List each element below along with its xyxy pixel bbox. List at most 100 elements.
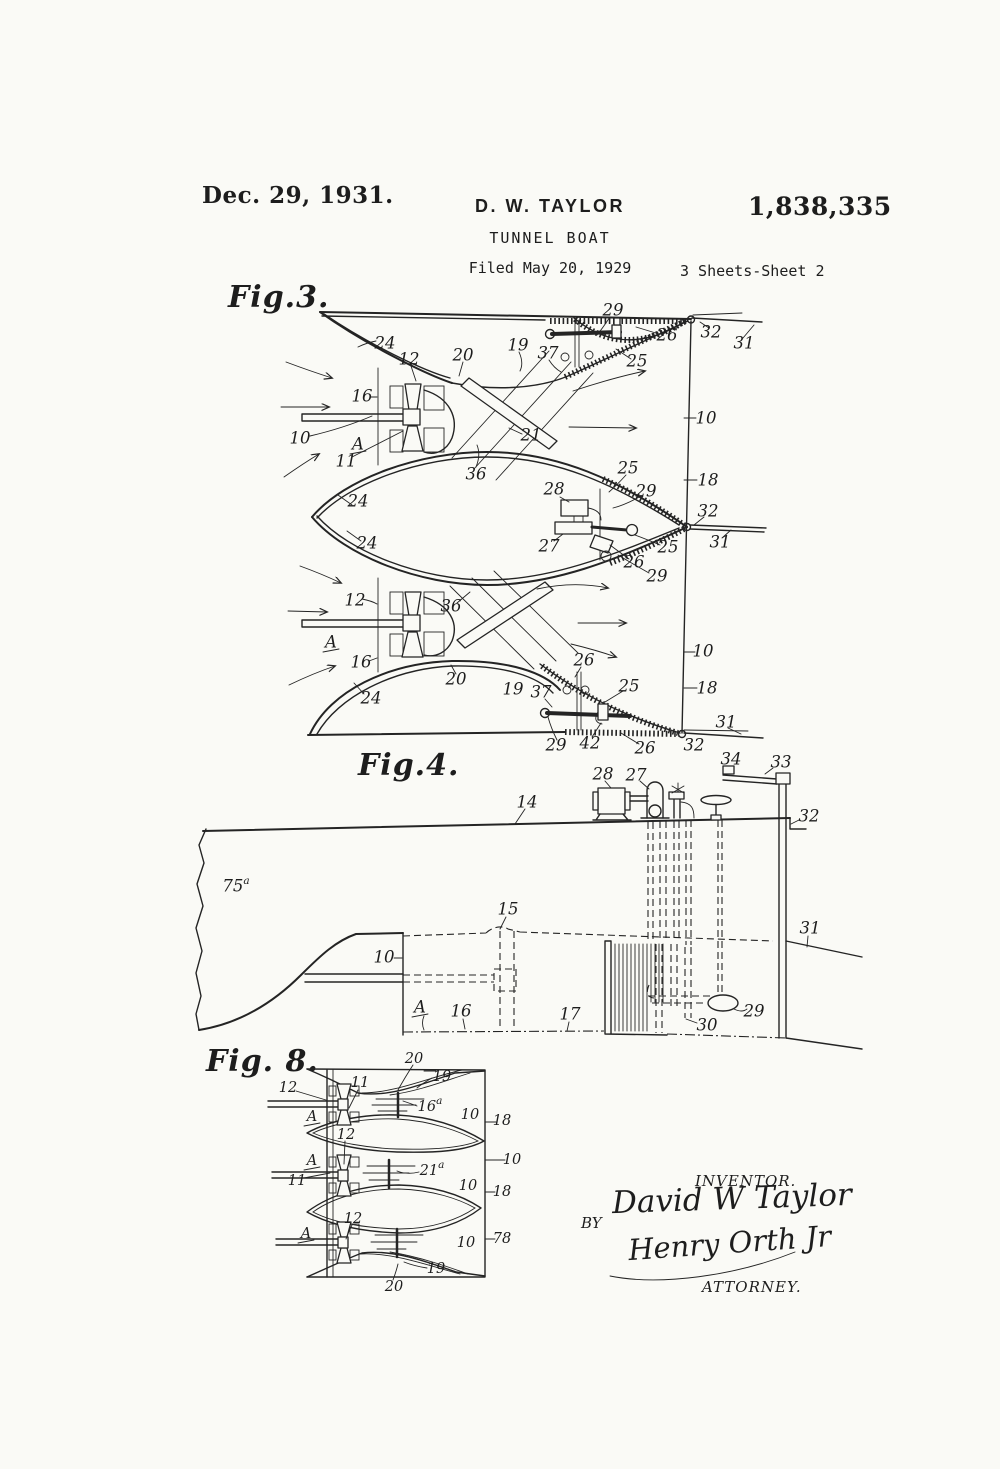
ref-label-31: 31 xyxy=(734,334,755,353)
ref-label-18: 18 xyxy=(493,1113,511,1129)
ref-label-19: 19 xyxy=(508,336,529,355)
ref-label-19: 19 xyxy=(427,1261,445,1277)
fig4-title: Fig.4. xyxy=(358,748,460,783)
ref-label-underline xyxy=(303,1166,321,1171)
ref-label-10: 10 xyxy=(693,642,714,661)
ref-label-25: 25 xyxy=(618,677,640,696)
ref-label-25: 25 xyxy=(626,352,648,371)
fig4-leader-lines xyxy=(393,767,800,1032)
ref-label-underline xyxy=(349,450,367,455)
ref-label-12: 12 xyxy=(399,350,420,369)
ref-label-26: 26 xyxy=(634,739,656,758)
ref-label-underline xyxy=(322,648,340,653)
ref-label-29: 29 xyxy=(602,301,624,320)
ref-label-18: 18 xyxy=(697,679,718,698)
patent-title: TUNNEL BOAT xyxy=(489,229,611,247)
ref-label-21: 21a xyxy=(419,1159,445,1179)
ref-label-33: 33 xyxy=(771,753,792,772)
ref-label-11: 11 xyxy=(336,452,357,471)
fig3-flow-arrows xyxy=(280,361,645,686)
ref-label-26: 26 xyxy=(623,553,645,572)
patent-number: 1,838,335 xyxy=(748,192,892,221)
inventor-name: D. W. TAYLOR xyxy=(474,196,625,216)
ref-label-underline xyxy=(411,1013,429,1018)
ref-label-10: 10 xyxy=(459,1178,477,1194)
by-label: BY xyxy=(581,1214,602,1232)
ref-label-19: 19 xyxy=(433,1069,451,1085)
fig4-control-rods xyxy=(646,820,748,1012)
ref-label-29: 29 xyxy=(743,1002,765,1021)
ref-label-10: 10 xyxy=(461,1107,479,1123)
ref-label-11: 11 xyxy=(351,1075,369,1091)
fig4-hull xyxy=(195,817,791,1036)
ref-label-16: 16 xyxy=(451,1002,472,1021)
ref-label-underline xyxy=(303,1122,321,1127)
ref-label-28: 28 xyxy=(543,480,565,499)
ref-label-16: 16 xyxy=(351,653,372,672)
ref-label-10: 10 xyxy=(503,1152,521,1168)
ref-label-12: 12 xyxy=(279,1080,297,1096)
ref-label-10: 10 xyxy=(374,948,395,967)
fig3-bottom-hull xyxy=(307,659,764,739)
fig8-ticks-and-leaders xyxy=(295,1064,506,1281)
ref-label-78: 78 xyxy=(493,1231,511,1247)
ref-label-37: 37 xyxy=(531,683,552,702)
ref-label-A: A xyxy=(305,1109,317,1125)
ref-label-12: 12 xyxy=(344,1211,362,1227)
fig3-transom-line xyxy=(681,320,698,734)
ref-label-16: 16a xyxy=(418,1095,443,1115)
ref-label-29: 29 xyxy=(545,736,567,755)
attorney-caption: ATTORNEY. xyxy=(702,1278,802,1296)
fig8-title: Fig. 8. xyxy=(206,1044,319,1079)
ref-label-20: 20 xyxy=(384,1279,403,1295)
ref-label-24: 24 xyxy=(360,689,382,708)
fig4-stern xyxy=(778,779,863,1050)
ref-label-37: 37 xyxy=(538,344,559,363)
ref-label-15: 15 xyxy=(498,900,519,919)
ref-label-17: 17 xyxy=(560,1005,581,1024)
fig3-leader-lines xyxy=(309,316,755,745)
ref-label-11: 11 xyxy=(288,1173,306,1189)
ref-label-29: 29 xyxy=(646,567,668,586)
fig3-top-hull xyxy=(319,311,763,389)
ref-label-32: 32 xyxy=(684,736,705,755)
ref-label-31: 31 xyxy=(716,713,737,732)
ref-label-20: 20 xyxy=(404,1051,423,1067)
fig4-flap-gate xyxy=(604,940,692,1036)
fig3-title: Fig.3. xyxy=(228,280,330,315)
ref-label-34: 34 xyxy=(721,750,742,769)
ref-label-31: 31 xyxy=(710,533,731,552)
ref-label-27: 27 xyxy=(538,537,560,556)
ref-label-26: 26 xyxy=(573,651,595,670)
fig4-deck-machinery xyxy=(592,765,791,821)
ref-label-24: 24 xyxy=(356,534,378,553)
ref-label-31: 31 xyxy=(800,919,821,938)
ref-label-25: 25 xyxy=(617,459,639,478)
fig3-middle-hull xyxy=(311,450,767,587)
fig3-lower-propeller xyxy=(301,570,579,673)
attorney-signature-flourish xyxy=(609,1251,796,1281)
ref-label-21: 21 xyxy=(520,426,542,445)
ref-label-A: A xyxy=(305,1153,317,1169)
filed-line: Filed May 20, 1929 xyxy=(468,259,632,277)
sheet-line: 3 Sheets-Sheet 2 xyxy=(680,262,825,280)
fig3-upper-propeller xyxy=(301,350,594,481)
ref-label-42: 42 xyxy=(579,734,601,753)
ref-label-75: 75a xyxy=(222,875,249,896)
ref-label-24: 24 xyxy=(347,492,369,511)
inventor-caption: INVENTOR. xyxy=(695,1172,797,1190)
ref-label-14: 14 xyxy=(517,793,538,812)
ref-label-A: A xyxy=(299,1226,311,1242)
ref-label-30: 30 xyxy=(697,1016,718,1035)
ref-label-36: 36 xyxy=(466,465,487,484)
ref-label-12: 12 xyxy=(345,591,366,610)
ref-label-18: 18 xyxy=(698,471,719,490)
ref-label-32: 32 xyxy=(698,502,719,521)
fig8-hulls xyxy=(306,1068,486,1278)
ref-label-A: A xyxy=(323,633,337,652)
ref-label-28: 28 xyxy=(592,765,614,784)
